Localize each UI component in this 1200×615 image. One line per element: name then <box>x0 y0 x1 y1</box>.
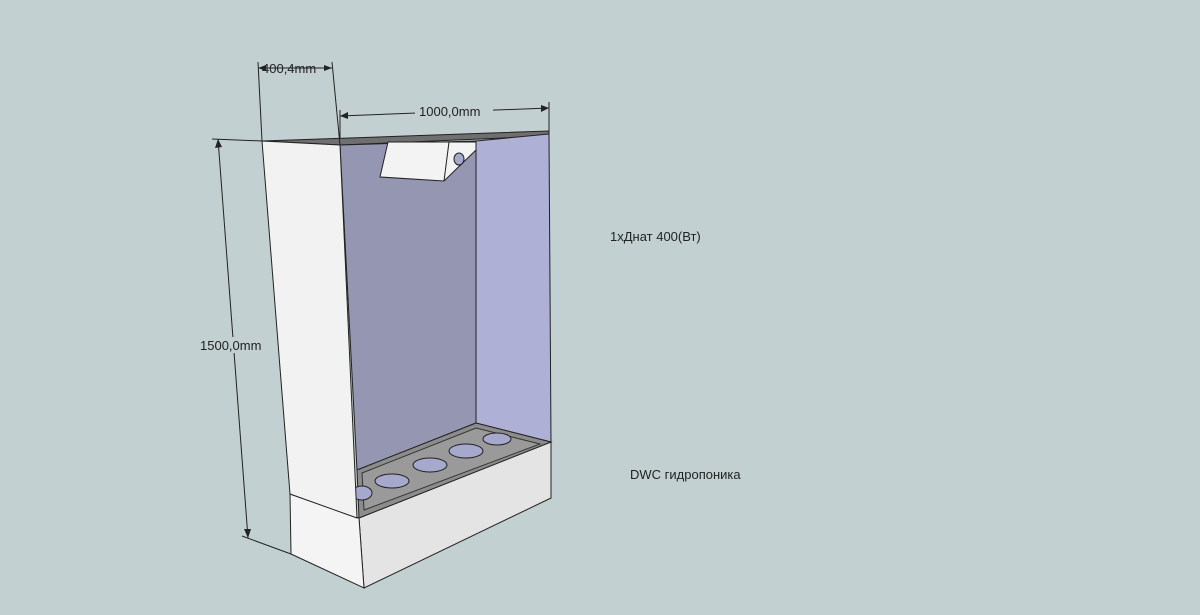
arrow-icon <box>215 139 222 148</box>
right-side-wall <box>475 133 552 443</box>
lamp-reflector <box>379 141 477 182</box>
net-pot-hole <box>448 443 484 459</box>
height-label: 1500,0mm <box>200 338 261 353</box>
arrow-icon <box>244 529 251 538</box>
arrow-icon <box>258 65 266 71</box>
width-label: 1000,0mm <box>419 104 480 119</box>
depth-dimension <box>257 61 341 146</box>
arrow-icon <box>541 105 549 112</box>
depth-label: 400,4mm <box>262 61 316 76</box>
net-pot-hole <box>412 457 448 473</box>
net-pot-hole <box>482 432 512 446</box>
lamp-socket-icon <box>453 152 465 166</box>
arrow-icon <box>340 112 348 119</box>
system-annotation: DWC гидропоника <box>630 467 741 482</box>
arrow-icon <box>324 65 332 71</box>
net-pot-hole <box>374 473 410 489</box>
lamp-annotation: 1xДнат 400(Вт) <box>610 229 701 244</box>
back-wall <box>339 140 477 471</box>
front-left-panel <box>261 140 358 519</box>
